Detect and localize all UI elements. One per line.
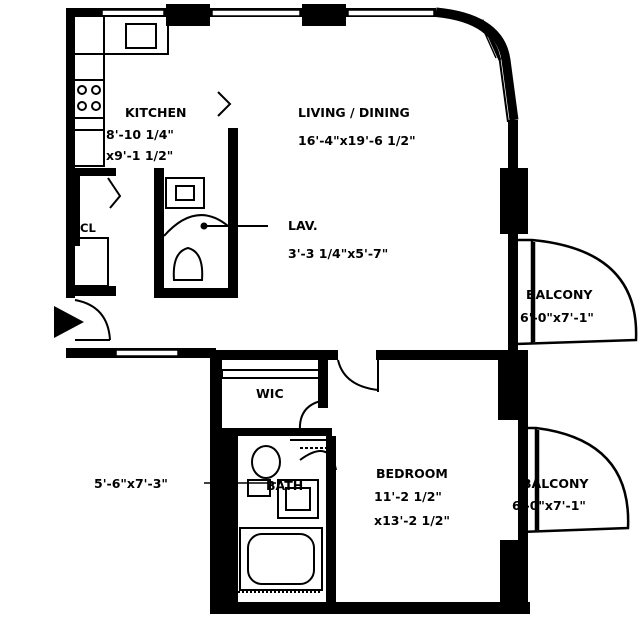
balcony-upper-dim: 6'-0"x7'-1"	[520, 310, 594, 325]
kitchen-label: KITCHEN	[125, 105, 187, 120]
bath-fixtures	[238, 439, 337, 593]
bath-dim: 5'-6"x7'-3"	[94, 476, 168, 491]
bay-window	[435, 7, 519, 123]
kitchen-fixtures	[73, 15, 232, 167]
bath-walls	[222, 436, 336, 612]
bedroom-dim-1: 11'-2 1/2"	[374, 489, 442, 504]
bath-label: BATH	[266, 478, 303, 493]
closet-label: CL	[80, 221, 96, 235]
balcony-upper-label: BALCONY	[526, 287, 593, 302]
living-label: LIVING / DINING	[298, 105, 410, 120]
lav-walls	[154, 128, 238, 298]
bedroom-dim-2: x13'-2 1/2"	[374, 513, 450, 528]
entry-arrow-icon	[54, 306, 84, 338]
lav-dim: 3'-3 1/4"x5'-7"	[288, 246, 388, 261]
closet	[66, 168, 122, 296]
wic-label: WIC	[256, 386, 284, 401]
lav-label: LAV.	[288, 218, 318, 233]
balcony-lower-label: BALCONY	[522, 476, 589, 491]
windows	[101, 9, 435, 357]
balcony-lower-dim: 6'-0"x7'-1"	[512, 498, 586, 513]
exterior-walls	[66, 4, 530, 614]
living-dim: 16'-4"x19'-6 1/2"	[298, 133, 416, 148]
entry-door	[74, 299, 111, 341]
kitchen-dim-2: x9'-1 1/2"	[106, 148, 173, 163]
balcony-lower	[519, 426, 630, 534]
balcony-upper	[515, 238, 638, 346]
wic	[221, 360, 332, 436]
bedroom-door	[337, 356, 379, 392]
lav-fixtures	[163, 177, 268, 281]
kitchen-dim-1: 8'-10 1/4"	[106, 127, 174, 142]
bedroom-label: BEDROOM	[376, 466, 448, 481]
